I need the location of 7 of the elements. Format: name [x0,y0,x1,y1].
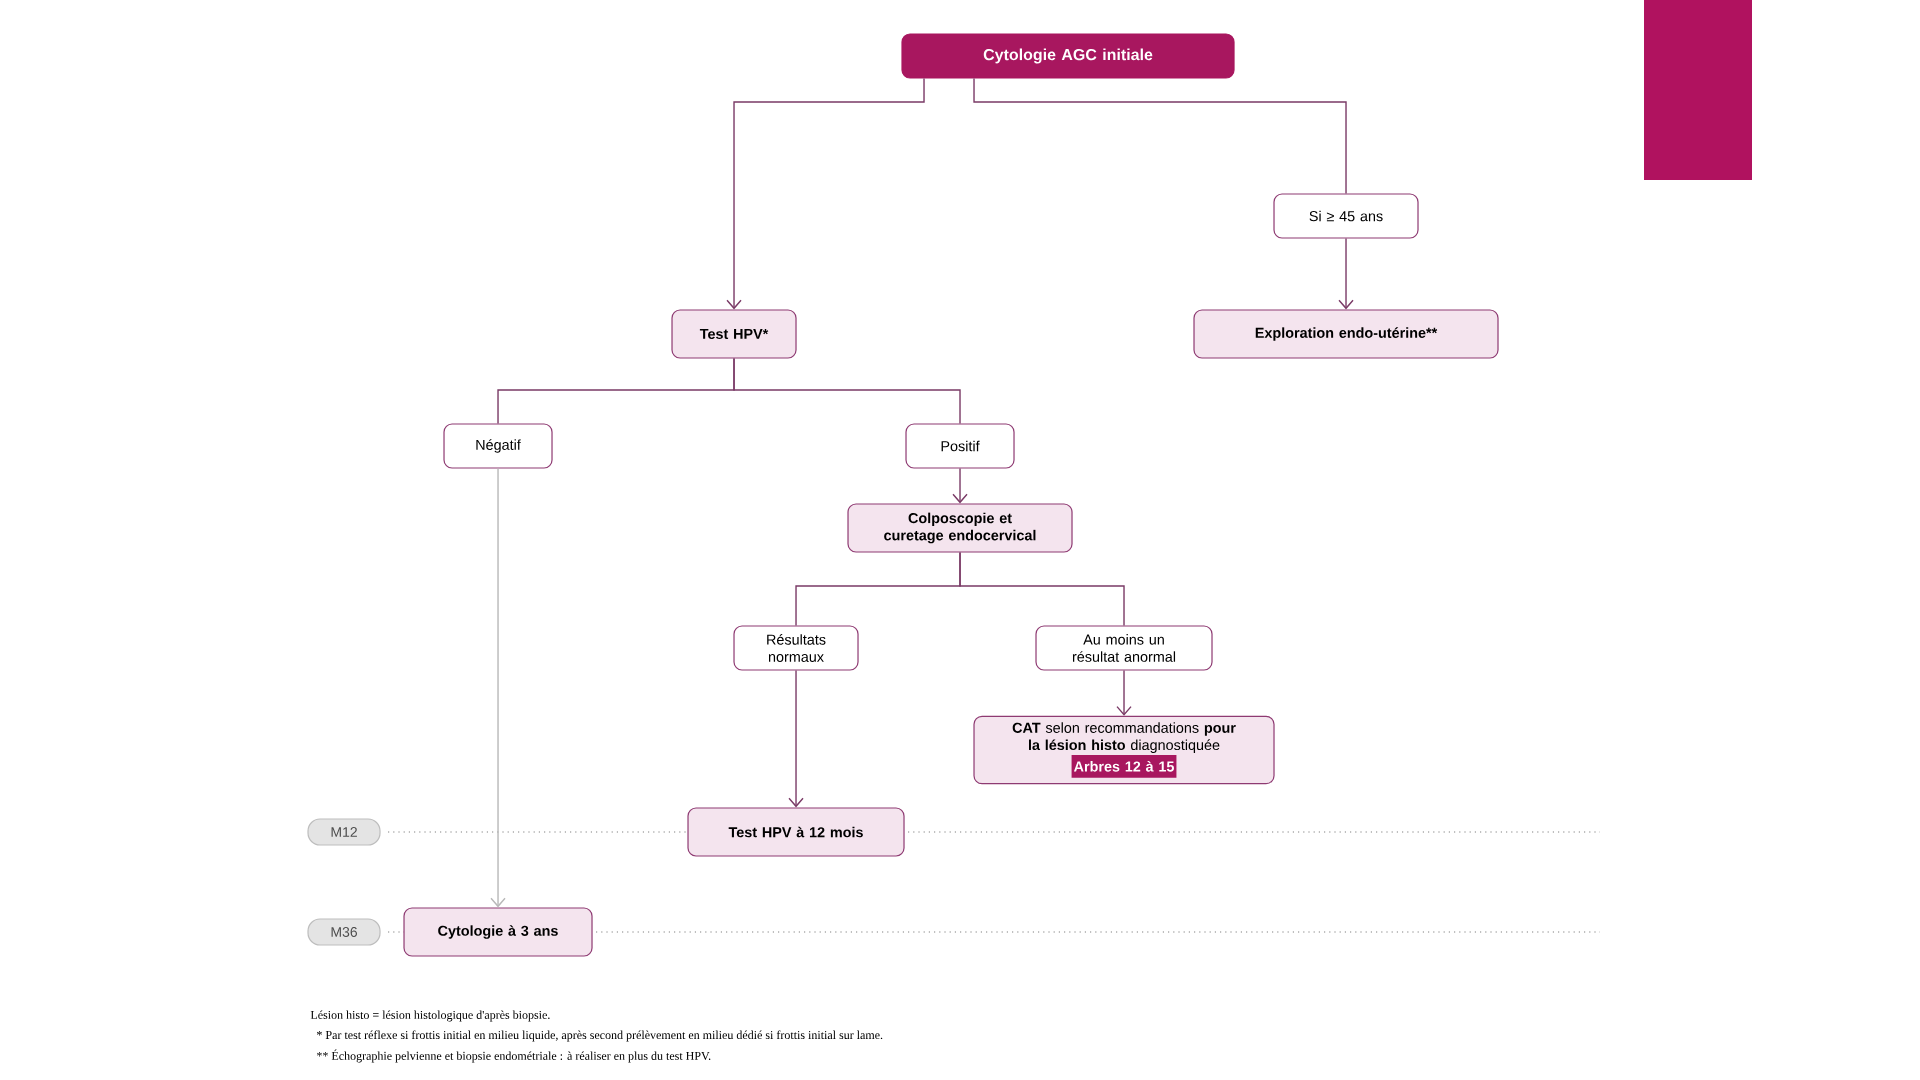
start-box: Cytologie AGC initiale [901,33,1235,79]
arrow [490,467,506,908]
arrow [726,77,925,310]
arrow [1338,237,1354,310]
arrow [1116,669,1132,716]
arrow [788,669,804,808]
arrow [952,467,968,504]
